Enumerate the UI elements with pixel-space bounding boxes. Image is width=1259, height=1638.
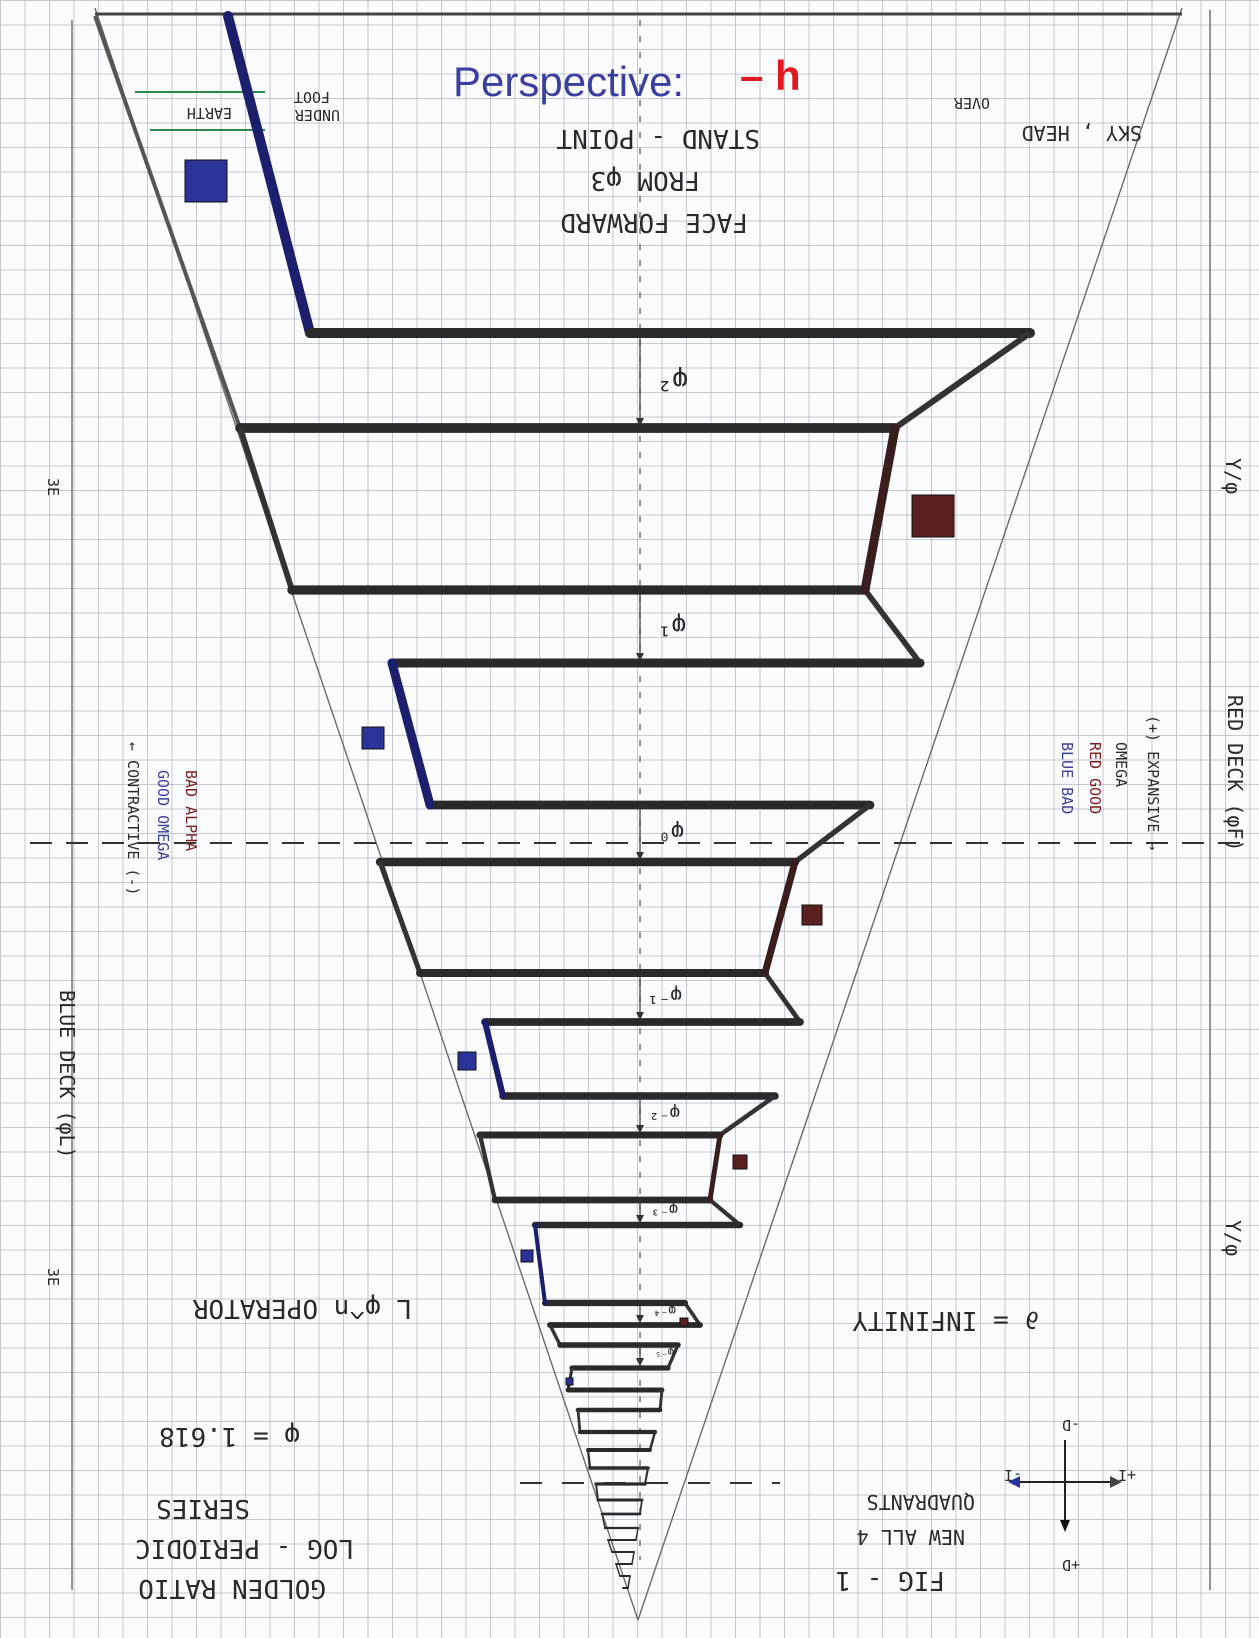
ladder-right-connector — [650, 1432, 655, 1450]
red-deck-label: RED DECK (φF) — [1223, 695, 1247, 852]
ladder-deck-stroke — [710, 1135, 720, 1200]
gap-label: φ⁻⁴ — [653, 1302, 676, 1317]
gap-arrow-head — [636, 1358, 644, 1366]
deck-square-marker — [912, 495, 954, 537]
ladder-deck-stroke — [392, 663, 430, 805]
ladder-top-left-stroke — [95, 16, 240, 428]
foot-label: FOOT — [294, 88, 330, 106]
title-prefix: Perspective: — [453, 58, 684, 105]
stand-point-line-3: FACE FORWARD — [560, 207, 748, 237]
phi-value-label: φ = 1.618 — [159, 1421, 300, 1451]
blue-deck-label: BLUE DECK (φL) — [55, 990, 79, 1159]
ladder-top-blue-stroke — [228, 16, 310, 333]
gap-labels: φ² φ¹ φ⁰ φ⁻¹ φ⁻² φ⁻³ φ⁻⁴ φ⁻⁵ — [636, 333, 688, 1366]
ladder-left-connector — [240, 428, 292, 590]
right-box-line-2: RED GOOD — [1086, 742, 1104, 814]
ladder-right-connector — [720, 1096, 775, 1135]
axis-plus-d: +D — [1062, 1556, 1080, 1574]
contractive-label: ← CONTRACTIVE (-) — [124, 742, 142, 896]
ladder-deck-stroke — [485, 1022, 503, 1096]
infinity-label: ∂ = INFINITY — [852, 1305, 1040, 1335]
axis-plus-i: +I — [1118, 1466, 1136, 1484]
series-line-2: LOG - PERIODIC — [135, 1533, 354, 1563]
ladder-right-connector — [765, 973, 800, 1022]
title-value: – h — [740, 52, 801, 99]
ladder-left-connector — [588, 1450, 590, 1468]
series-line-3: SERIES — [156, 1493, 250, 1523]
ladder-right-connector — [795, 805, 870, 862]
ladder-right-connector — [660, 1390, 662, 1410]
deck-square-marker — [458, 1052, 476, 1070]
expansive-label: (+) EXPANSIVE → — [1144, 715, 1162, 850]
gap-label: φ⁻² — [649, 1103, 680, 1123]
gap-label: φ⁻³ — [651, 1201, 678, 1219]
left-marker-bottom: 3E — [44, 1268, 62, 1286]
sky-head-label: SKY , HEAD — [1022, 121, 1142, 145]
left-box-line-2: BAD ALPHA — [182, 770, 200, 851]
axis-minus-d: -D — [1062, 1416, 1080, 1434]
over-label: OVER — [953, 94, 990, 112]
right-box-line-3: OMEGA — [1112, 742, 1130, 787]
ladder-left-connector — [578, 1410, 580, 1432]
ladder-left-connector — [380, 862, 420, 973]
quadrant-down-arrow — [1060, 1520, 1070, 1532]
ladder-deck-stroke — [535, 1225, 545, 1303]
gap-label: φ⁻¹ — [647, 985, 682, 1008]
zigzag-ladder — [95, 16, 1030, 1588]
right-box-line-1: BLUE BAD — [1058, 742, 1076, 814]
gap-label: φ² — [657, 366, 688, 396]
gap-arrow-head — [636, 1315, 644, 1323]
ladder-right-connector — [645, 1468, 648, 1484]
under-label: UNDER — [294, 106, 340, 124]
stand-point-note: STAND - POINT FROM φ3 FACE FORWARD — [556, 123, 760, 237]
y-over-phi-bottom: Y/φ — [1221, 1220, 1245, 1256]
ladder-deck-stroke — [765, 862, 795, 973]
deck-square-marker — [185, 160, 227, 202]
quadrants-line-1: NEW ALL 4 — [857, 1525, 965, 1549]
axis-minus-i: -I — [1004, 1466, 1022, 1484]
fig-label: FIG - 1 — [835, 1565, 945, 1595]
ladder-right-connector — [895, 333, 1030, 428]
ladder-right-connector — [636, 1528, 638, 1540]
quadrant-cross: +D -D +I -I — [1004, 1416, 1136, 1574]
ladder-left-connector — [550, 1325, 560, 1345]
gap-label: φ⁻⁵ — [655, 1346, 674, 1358]
ladder-right-connector — [710, 1200, 740, 1225]
series-line-1: GOLDEN RATIO — [138, 1573, 326, 1603]
gap-label: φ¹ — [657, 613, 686, 641]
operator-label: L φ^n OPERATOR — [193, 1293, 412, 1323]
quadrants-line-2: QUADRANTS — [867, 1490, 975, 1514]
left-box-line-1: GOOD OMEGA — [154, 770, 172, 860]
deck-square-marker — [802, 905, 822, 925]
gap-label: φ⁰ — [658, 820, 684, 845]
ladder-left-connector — [480, 1135, 495, 1200]
ladder-right-connector — [865, 590, 920, 663]
deck-square-marker — [521, 1250, 533, 1262]
deck-square-marker — [566, 1378, 573, 1385]
y-over-phi-top: Y/φ — [1221, 458, 1245, 494]
ladder-right-connector — [640, 1500, 642, 1514]
stand-point-line-2: FROM φ3 — [590, 165, 700, 195]
left-marker-top: 3E — [44, 478, 62, 496]
ladder-right-connector — [632, 1552, 634, 1564]
stand-point-line-1: STAND - POINT — [556, 123, 760, 153]
earth-label: EARTH — [187, 104, 232, 122]
deck-square-marker — [680, 1318, 688, 1326]
ladder-deck-stroke — [865, 428, 895, 590]
deck-square-marker — [362, 727, 384, 749]
deck-square-marker — [733, 1155, 747, 1169]
ladder-right-connector — [628, 1576, 630, 1588]
